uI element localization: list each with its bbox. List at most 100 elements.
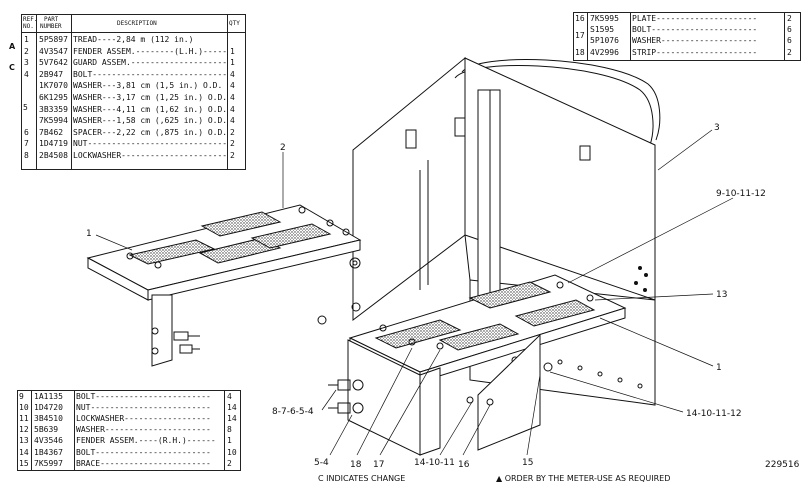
callout-5-4: 5-4: [314, 458, 329, 468]
table-header: REF. PART DESCRIPTION QTY: [22, 16, 245, 27]
description-cell: PLATE---------------------: [632, 14, 758, 23]
callout-9-10-11-12: 9-10-11-12: [716, 189, 766, 199]
part-number-cell: 2B4508: [39, 151, 68, 160]
part-number-cell: 4V3547: [39, 46, 68, 56]
quantity-cell: 14: [227, 414, 237, 424]
table-row: 10 1D4720 NUT------------------------- 14: [18, 403, 240, 412]
ref-cell: 3: [24, 58, 29, 68]
description-cell: BOLT----------------------: [632, 25, 758, 35]
header-part: PART: [44, 16, 59, 23]
ref-cell: 18: [575, 47, 585, 57]
quantity-cell: 2: [230, 127, 235, 137]
ref-cell: 15: [19, 458, 29, 468]
part-number-cell: 7B462: [39, 127, 64, 137]
part-number-cell: 1B4367: [34, 447, 63, 457]
description-cell: LOCKWASHER------------------------: [73, 151, 227, 160]
right-fender: [328, 274, 627, 456]
quantity-cell: 2: [230, 139, 235, 149]
ref-cell: 13: [19, 436, 29, 446]
guard-assembly: [352, 56, 661, 406]
part-number-cell: 5V7642: [39, 58, 68, 68]
ref-cell: 10: [19, 403, 29, 413]
header-description: DESCRIPTION: [117, 20, 157, 27]
description-cell: WASHER----------------------: [76, 425, 211, 435]
callout-1-right: 1: [716, 363, 722, 373]
table-row: 15 7K5997 BRACE----------------------- 2: [18, 459, 240, 468]
left-fender: [86, 204, 362, 367]
order-note: ▲ ORDER BY THE METER-USE AS REQUIRED: [496, 474, 671, 483]
callout-18: 18: [350, 460, 362, 470]
quantity-cell: 4: [227, 392, 232, 401]
header-no: NO.: [23, 23, 34, 30]
part-number-cell: 5P5897: [39, 35, 68, 44]
quantity-cell: 8: [227, 425, 232, 435]
group-ref-17: 17: [575, 31, 585, 40]
part-number-cell: S1595: [590, 25, 615, 35]
callout-16: 16: [458, 460, 470, 470]
table-row: 3 5V7642 GUARD ASSEM.---------------------…: [22, 58, 245, 67]
description-cell: BRACE-----------------------: [76, 458, 211, 468]
part-number-cell: 6K1295: [39, 93, 68, 102]
description-cell: SPACER---2,22 cm (,875 in.) O.D.: [73, 127, 227, 137]
table-row: 6 7B462 SPACER---2,22 cm (,875 in.) O.D.2: [22, 128, 245, 137]
ref-cell: 11: [19, 414, 29, 424]
description-cell: FENDER ASSEM.--------(L.H.)------: [73, 46, 227, 56]
quantity-cell: 6: [787, 36, 792, 46]
quantity-cell: 4: [230, 116, 235, 126]
quantity-cell: 10: [227, 447, 237, 457]
part-number-cell: 7K5997: [34, 458, 63, 468]
callout-17: 17: [373, 460, 384, 470]
ref-cell: 12: [19, 425, 29, 435]
quantity-cell: 4: [230, 93, 235, 102]
part-number-cell: 4V3546: [34, 436, 63, 446]
quantity-cell: 1: [230, 58, 235, 68]
ref-cell: 16: [575, 14, 585, 23]
part-number-cell: 1D4720: [34, 403, 63, 413]
description-cell: LOCKWASHER------------------: [76, 414, 211, 424]
ref-cell: 4: [24, 69, 29, 79]
ref-cell: 9: [19, 392, 24, 401]
part-number-cell: 7K5994: [39, 116, 68, 126]
ref-cell: 1: [24, 35, 29, 44]
description-cell: NUT-------------------------: [76, 403, 211, 413]
margin-change-marker: C: [9, 63, 15, 72]
quantity-cell: 2: [787, 47, 792, 57]
callout-14-10-11: 14-10-11: [414, 458, 455, 468]
ref-cell: 6: [24, 127, 29, 137]
callout-15: 15: [522, 458, 533, 468]
table-row: 9 1A1135 BOLT------------------------ 4: [18, 392, 240, 401]
description-cell: BOLT------------------------: [76, 392, 211, 401]
part-number-cell: 1A1135: [34, 392, 63, 401]
part-number-cell: 2B947: [39, 69, 64, 79]
part-number-cell: 3B4510: [34, 414, 63, 424]
callout-13: 13: [716, 290, 727, 300]
description-cell: WASHER---3,17 cm (1,25 in.) O.D.: [73, 93, 227, 102]
quantity-cell: 6: [787, 25, 792, 35]
description-cell: GUARD ASSEM.----------------------: [73, 58, 227, 68]
quantity-cell: 2: [230, 151, 235, 160]
description-cell: WASHER---3,81 cm (1,5 in.) O.D.: [73, 81, 223, 91]
quantity-cell: 2: [227, 458, 232, 468]
parts-table-bottom-left: 9 1A1135 BOLT------------------------ 4 10 1D…: [17, 390, 241, 471]
quantity-cell: 1: [230, 46, 235, 56]
part-number-cell: 3B3359: [39, 104, 68, 114]
table-row: 11 3B4510 LOCKWASHER------------------ 14: [18, 414, 240, 423]
description-cell: WASHER--------------------: [632, 36, 758, 46]
quantity-cell: 14: [227, 403, 237, 413]
callout-14-10-11-12: 14-10-11-12: [686, 409, 742, 419]
quantity-cell: 1: [227, 436, 232, 446]
quantity-cell: 4: [230, 104, 235, 114]
ref-cell: 2: [24, 46, 29, 56]
